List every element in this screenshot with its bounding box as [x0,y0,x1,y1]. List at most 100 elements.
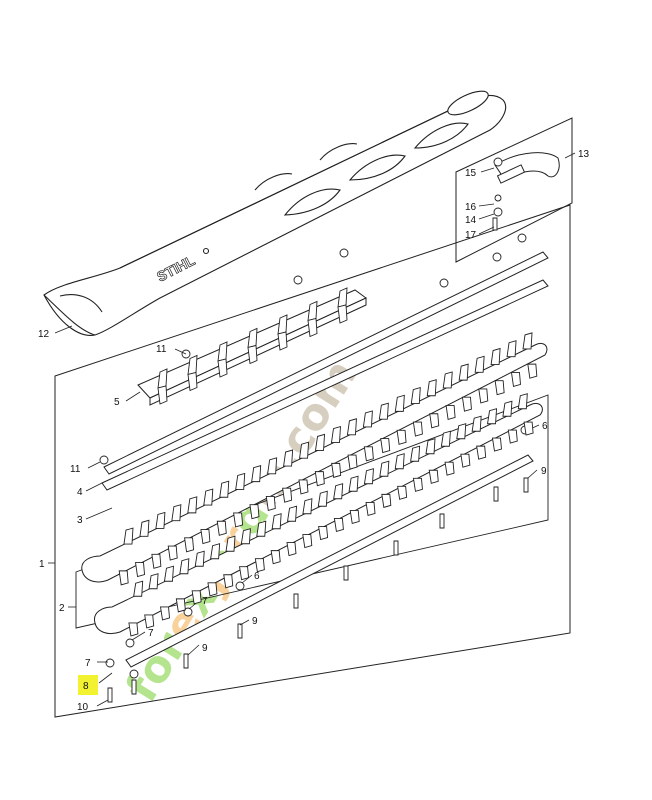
callout-9-left: 9 [202,643,208,654]
blade-tooth [381,493,392,508]
guide-plate-9 [125,454,534,668]
assembly-frame-2 [75,394,549,629]
blade-tooth [490,347,501,365]
blade-tooth [287,505,298,522]
drive-bar-tooth [337,304,348,324]
callout-6-right: 6 [542,421,548,432]
blade-tooth [363,446,374,462]
drive-bar-teeth [157,287,348,405]
blade-tooth [179,558,190,575]
blade-tooth [365,501,376,516]
blade-tooth [187,496,198,514]
blade-tooth [471,415,482,432]
blade-tooth [139,519,150,537]
blade-tooth [286,542,297,557]
clamp-13 [494,152,560,184]
blade-tooth [318,526,329,541]
drive-bar-tooth [187,354,198,376]
blade-tooth [429,413,440,429]
kit-frame-13 [455,117,573,263]
blade-tooth [397,485,408,500]
blade-tooth [233,512,244,528]
blade-tooth [203,488,214,506]
blade-tooth [527,363,538,379]
blade-tooth [396,429,407,445]
drive-bar-tooth [307,300,318,322]
blade-tooth [394,394,405,412]
callout-5: 5 [114,397,120,408]
blade-tooth [235,472,246,490]
blade-tooth [251,465,262,483]
blade-tooth [507,429,518,444]
callout-13: 13 [578,149,590,160]
callout-1: 1 [39,559,45,570]
blade-tooth [476,445,487,460]
callout-7-center: 7 [202,596,208,607]
blade-tooth [175,598,186,613]
blade-tooth [333,518,344,533]
blade-tooth [394,453,405,470]
blade-tooth [458,363,469,381]
blade-tooth [412,421,423,437]
callout-10: 10 [77,702,89,713]
callout-11-mid: 11 [70,464,81,475]
blade-tooth [363,468,374,485]
blade-tooth [302,498,313,515]
blade-tooth [333,483,344,500]
blade-tooth [426,379,437,397]
drive-bar-tooth [217,341,228,362]
blade-tooth [487,408,498,425]
callout-9-center: 9 [252,616,258,627]
blade-tooth [302,534,313,549]
blade-2 [94,402,543,635]
blade-tooth [163,565,174,582]
blade-tooth [207,582,218,597]
blade-tooth [128,622,139,637]
blade-tooth [256,520,267,537]
blade-tooth [317,490,328,507]
blade-tooth [445,405,456,421]
drive-bar-tooth [217,358,228,378]
blade-tooth [191,590,202,605]
blade-tooth [219,480,230,498]
blade-tooth [239,566,250,581]
blade-tooth [159,606,171,621]
blade-tooth [523,421,534,436]
blade-tooth [314,471,325,487]
blade-tooth [460,453,471,468]
blade-tooth [144,614,155,629]
blade-tooth [410,386,421,405]
callout-4: 4 [77,487,83,498]
blade-tooth [271,513,282,530]
blade-tooth [346,418,357,436]
blade-tooth [502,400,513,417]
callout-labels: 12 11 5 11 4 3 1 2 13 15 16 14 17 6 9 6 … [38,149,590,713]
blade-tooth [249,504,260,520]
callout-8: 8 [83,681,89,692]
callout-2: 2 [59,603,65,614]
blade-tooth [478,388,489,404]
blade-tooth [410,445,421,462]
blade-tooth [254,558,265,573]
blade-tooth [379,460,390,477]
callout-16: 16 [465,202,477,213]
drive-bar-tooth [157,368,168,389]
blade-tooth [118,570,129,586]
blade-tooth [298,479,309,495]
blade-guard-12: STIHL [43,90,507,336]
drive-bar-tooth [247,327,258,349]
blade-3 [81,342,548,583]
blade-tooth [225,535,236,552]
blade-tooth [494,380,505,396]
blade-tooth [347,454,358,470]
blade-tooth [506,340,517,358]
blade-tooth [171,504,182,522]
guide-strip-4 [101,251,549,491]
blade-tooth [283,449,294,467]
blade-tooth [223,574,234,589]
drive-bar-tooth [277,331,288,351]
blade-tooth [282,487,293,503]
blade-tooth [299,441,310,459]
drive-bar-tooth [157,385,168,405]
